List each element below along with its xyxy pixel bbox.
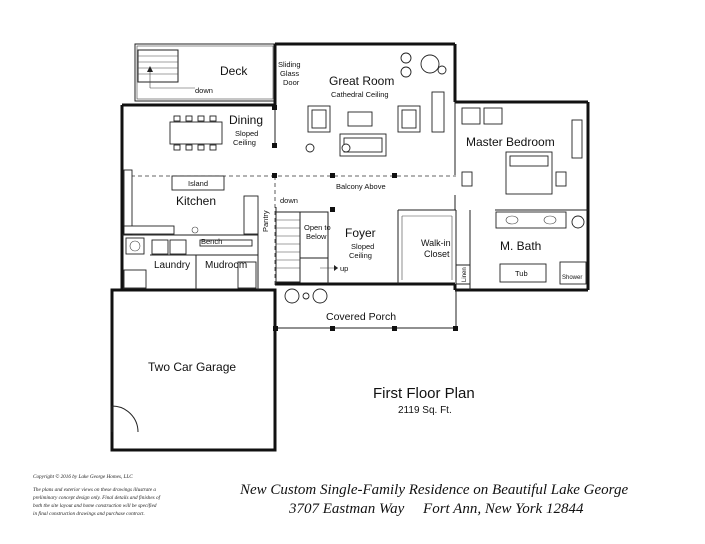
disclaimer-line-3: both the site layout and home constructi… — [33, 502, 157, 509]
linen-label: Linen — [462, 267, 468, 282]
stair-up-label: up — [340, 264, 348, 273]
open-to-below-label-2: Below — [306, 232, 327, 241]
room-label-foyer: Foyer — [345, 226, 376, 240]
deck-down-label: down — [195, 86, 213, 95]
exterior-walls — [110, 42, 590, 452]
room-label-kitchen: Kitchen — [176, 194, 216, 208]
pantry-label: Pantry — [261, 210, 270, 232]
balcony-lines — [124, 105, 456, 285]
plan-area: 2119 Sq. Ft. — [398, 405, 452, 416]
walk-in-closet-label-2: Closet — [424, 249, 450, 259]
bath-fixtures — [495, 211, 587, 285]
kitchen-counters — [123, 169, 259, 235]
sliding-door-label-1: Sliding — [278, 60, 301, 69]
covered-porch-outline — [273, 288, 458, 331]
disclaimer-line-2: preliminary concept design only. Final d… — [32, 494, 162, 501]
room-label-garage: Two Car Garage — [148, 360, 236, 374]
tub-label: Tub — [515, 269, 528, 278]
interior-walls — [122, 102, 588, 290]
disclaimer-line-4: in final construction drawings and purch… — [33, 510, 145, 517]
room-label-great-room: Great Room — [329, 74, 394, 88]
main-stair — [275, 211, 338, 284]
stair-down-label: down — [280, 196, 298, 205]
garage-door-swing — [111, 405, 139, 433]
great-room-ceiling-note: Cathedral Ceiling — [331, 90, 389, 99]
room-label-covered-porch: Covered Porch — [326, 311, 396, 323]
open-to-below-label-1: Open to — [304, 223, 331, 232]
disclaimer-line-1: The plans and exterior views on these dr… — [33, 487, 156, 493]
walk-in-closet-label-1: Walk-in — [421, 238, 451, 248]
room-label-laundry: Laundry — [154, 260, 190, 271]
sliding-door-label-3: Door — [283, 78, 300, 87]
great-room-furniture — [305, 52, 447, 157]
caption-project-title: New Custom Single-Family Residence on Be… — [239, 482, 628, 498]
room-label-master-bath: M. Bath — [500, 239, 541, 253]
foyer-ceiling-note-2: Ceiling — [349, 251, 372, 260]
room-label-master-bedroom: Master Bedroom — [466, 135, 555, 149]
room-label-deck: Deck — [220, 64, 248, 78]
dining-ceiling-note-2: Ceiling — [233, 138, 256, 147]
dining-ceiling-note-1: Sloped — [235, 129, 258, 138]
room-label-dining: Dining — [229, 113, 263, 127]
balcony-above-label: Balcony Above — [336, 182, 386, 191]
copyright-notice: Copyright © 2016 by Lake George Homes, L… — [33, 473, 133, 480]
island-label: Island — [188, 179, 208, 188]
plan-title: First Floor Plan — [373, 385, 475, 402]
shower-label: Shower — [562, 275, 582, 281]
laundry-fixtures — [123, 237, 257, 289]
foyer-ceiling-note-1: Sloped — [351, 242, 374, 251]
master-bedroom-furniture — [461, 107, 583, 195]
bench-label: Bench — [201, 237, 222, 246]
dining-table — [169, 115, 223, 151]
deck-stairs — [137, 49, 195, 89]
room-label-mudroom: Mudroom — [205, 260, 247, 271]
closet-shelving — [401, 215, 453, 280]
caption-address: 3707 Eastman Way Fort Ann, New York 1284… — [288, 501, 584, 517]
sliding-door-label-2: Glass — [280, 69, 299, 78]
